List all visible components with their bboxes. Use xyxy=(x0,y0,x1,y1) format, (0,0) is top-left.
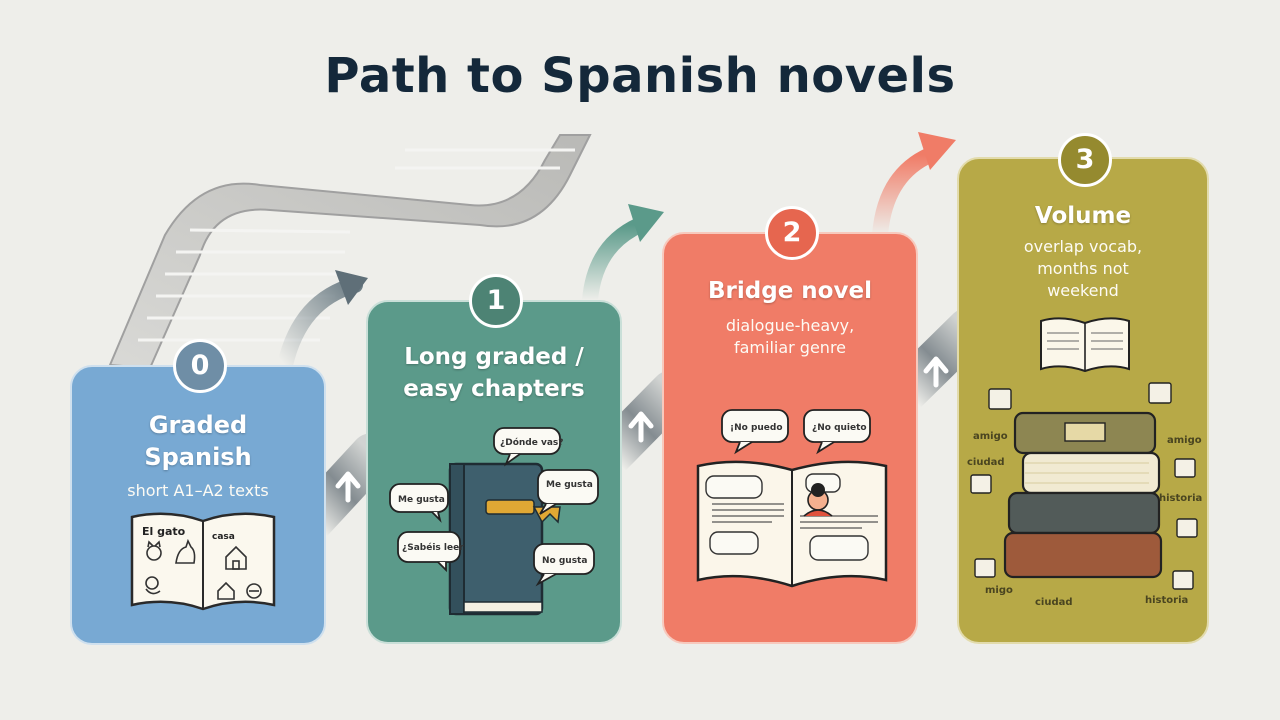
arrow-head-1 xyxy=(628,204,664,242)
scatter-word-amigo-2: amigo xyxy=(1167,435,1202,446)
bubble-no-gusta: No gusta xyxy=(542,556,587,566)
scatter-word-historia-1: historia xyxy=(1159,493,1202,504)
stage-2-badge: 2 xyxy=(765,206,819,260)
arrow-head-2 xyxy=(918,132,956,170)
stage-3-badge: 3 xyxy=(1058,133,1112,187)
book-word-casa: casa xyxy=(212,532,235,542)
stage-0-badge: 0 xyxy=(173,339,227,393)
scatter-word-amigo-1: amigo xyxy=(973,431,1008,442)
scatter-word-ciudad-2: ciudad xyxy=(1035,597,1073,608)
arrow-2-to-3 xyxy=(872,147,938,243)
bubble-sabeis-leer: ¿Sabéis leer xyxy=(402,542,464,553)
stage-1-badge: 1 xyxy=(469,274,523,328)
scatter-word-historia-2: historia xyxy=(1145,595,1188,606)
open-book-dialogue-icon: ¡No puedo ¿No quieto xyxy=(696,409,888,588)
stage-0-title-line-1: Graded xyxy=(148,411,248,439)
stage-1-title-line-1: Long graded / xyxy=(404,344,584,370)
bubble-no-puedo: ¡No puedo xyxy=(730,423,783,433)
stage-1-card: 1 Long graded / easy chapters ¿Dónde vas… xyxy=(366,274,622,644)
bubble-me-gusta-2: Me gusta xyxy=(546,480,593,490)
stage-3-subtitle-line-1: overlap vocab, xyxy=(1023,237,1143,256)
stage-2-subtitle-line-2: familiar genre xyxy=(733,338,847,357)
book-word-el-gato: El gato xyxy=(142,525,186,538)
arrow-head-0 xyxy=(335,270,368,305)
stage-3-title: Volume xyxy=(1034,203,1132,229)
bubble-no-quieto: ¿No quieto xyxy=(812,423,867,433)
closed-book-dialogue-icon: ¿Dónde vas? Me gusta Me gusta ¿Sabéis le… xyxy=(389,427,599,616)
stage-0-subtitle: short A1–A2 texts xyxy=(127,481,269,500)
stage-3-subtitle-line-3: weekend xyxy=(1047,281,1119,300)
stage-2-subtitle-line-1: dialogue-heavy, xyxy=(725,316,855,335)
book-stack-calendar-icon: amigo amigo ciudad historia historia ciu… xyxy=(967,317,1202,608)
stage-1-title-line-2: easy chapters xyxy=(403,376,585,402)
arrow-1-to-2 xyxy=(582,217,648,308)
stage-2-card: 2 Bridge novel dialogue-heavy, familiar … xyxy=(662,206,918,644)
open-book-picture-icon: El gato casa xyxy=(130,512,276,611)
stage-3-subtitle-line-2: months not xyxy=(1037,259,1129,278)
scatter-word-ciudad-1: ciudad xyxy=(967,457,1005,468)
page-title: Path to Spanish novels xyxy=(324,48,956,104)
bubble-donde-vas: ¿Dónde vas? xyxy=(500,437,563,448)
stage-2-title: Bridge novel xyxy=(708,278,872,304)
bubble-me-gusta-1: Me gusta xyxy=(398,495,445,505)
scatter-word-migo: migo xyxy=(985,585,1013,596)
stage-0-card: 0 Graded Spanish short A1–A2 texts El ga… xyxy=(70,339,326,645)
stage-3-card: 3 Volume overlap vocab, months not weeke… xyxy=(957,133,1209,644)
stage-0-title-line-2: Spanish xyxy=(144,443,252,471)
